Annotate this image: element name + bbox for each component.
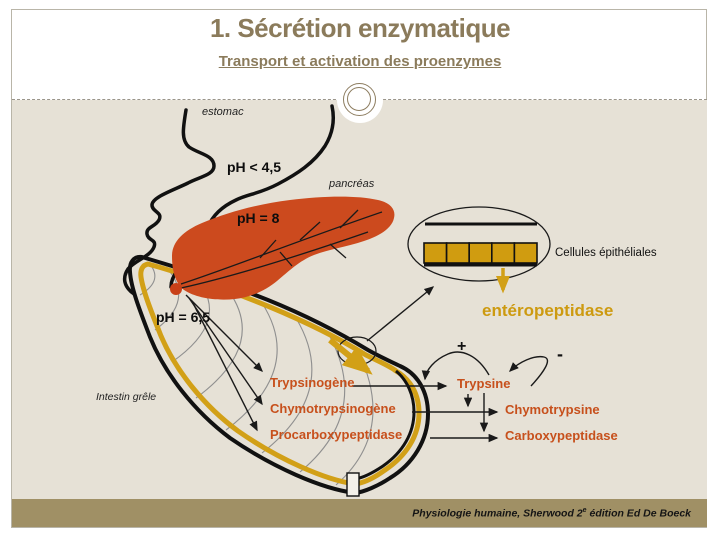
- page-title: 1. Sécrétion enzymatique: [209, 13, 511, 43]
- citation-text: Physiologie humaine, Sherwood 2e édition…: [412, 506, 691, 520]
- label-trypsine: Trypsine: [457, 376, 511, 391]
- minus-sign: -: [557, 344, 563, 364]
- citation-bar: Physiologie humaine, Sherwood 2e édition…: [12, 499, 707, 527]
- page-subtitle: Transport et activation des proenzymes: [218, 53, 502, 70]
- label-procarboxypeptidase: Procarboxypeptidase: [270, 427, 403, 442]
- label-cellules-epitheliales: Cellules épithéliales: [555, 247, 657, 259]
- plus-sign: +: [457, 338, 467, 355]
- label-ph-intestin: pH = 6,5: [156, 309, 211, 325]
- label-ph-pancreas: pH = 8: [237, 210, 280, 226]
- label-pancreas: pancréas: [329, 178, 375, 190]
- label-ph-estomac: pH < 4,5: [227, 159, 282, 175]
- ornament-ring-icon: [343, 83, 376, 116]
- title-ornament-circle: [337, 77, 383, 123]
- label-chymotrypsine: Chymotrypsine: [505, 402, 600, 417]
- label-enteropeptidase: entéropeptidase: [482, 301, 614, 320]
- label-chymotrypsinogene: Chymotrypsinogène: [270, 401, 396, 416]
- label-carboxypeptidase: Carboxypeptidase: [505, 428, 618, 443]
- label-trypsinogene: Trypsinogène: [270, 375, 355, 390]
- label-estomac: estomac: [202, 106, 244, 118]
- label-intestin-grele: Intestin grêle: [96, 391, 157, 403]
